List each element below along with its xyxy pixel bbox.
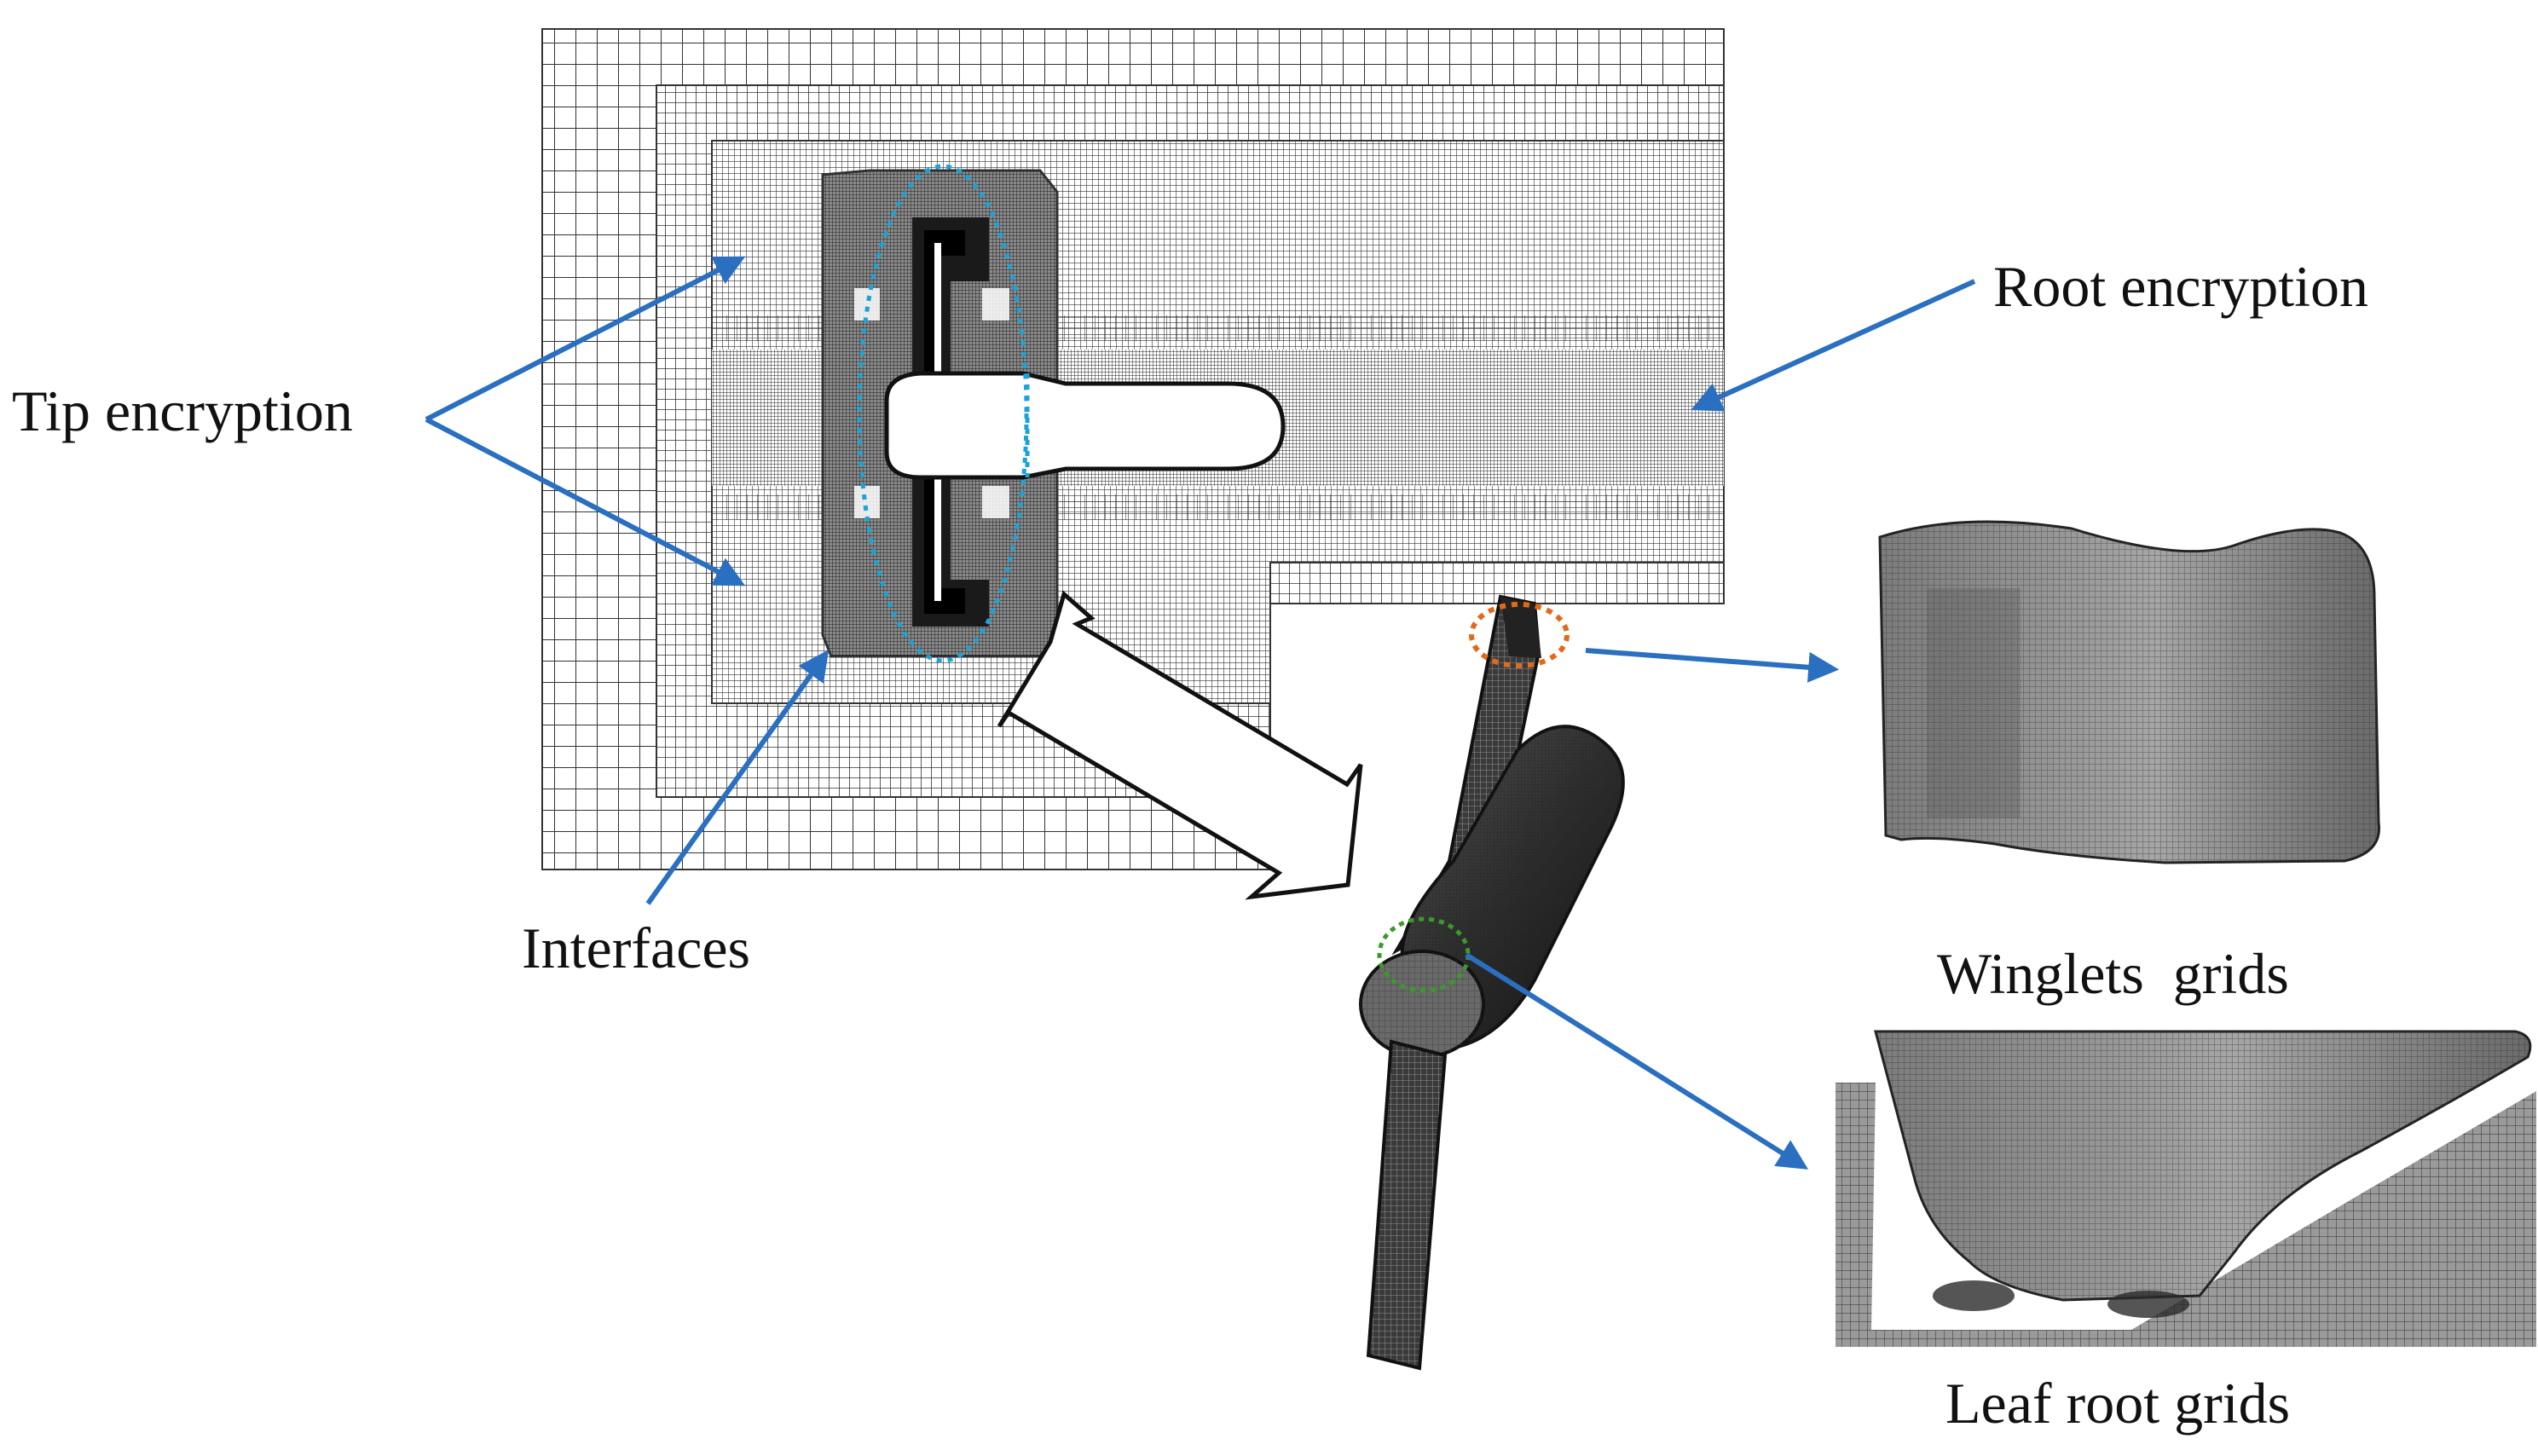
label-leaf-root-grids: Leaf root grids <box>1945 1371 2291 1436</box>
hollow-arrow <box>997 590 1363 900</box>
arrow-tip-upper <box>425 256 746 422</box>
arrow-leaf-root <box>1465 952 1809 1170</box>
label-root-encryption: Root encryption <box>1993 254 2369 319</box>
arrow-winglet <box>1585 648 1840 683</box>
propeller-3d <box>1359 594 1625 1371</box>
annotation-arrows <box>425 256 1976 1170</box>
cross-section-mesh <box>541 28 1725 870</box>
arrow-interfaces <box>645 650 830 905</box>
leaf-root-panel <box>1836 1030 2536 1347</box>
winglets-panel <box>1878 520 2380 864</box>
label-tip-encryption: Tip encryption <box>12 378 353 443</box>
interface-ellipse <box>857 164 1029 663</box>
arrow-root <box>1691 279 1976 412</box>
label-interfaces: Interfaces <box>522 916 751 980</box>
label-winglets-grids: Winglets grids <box>1937 941 2289 1006</box>
arrow-tip-lower <box>425 417 746 586</box>
tip-ellipse <box>1469 602 1570 668</box>
